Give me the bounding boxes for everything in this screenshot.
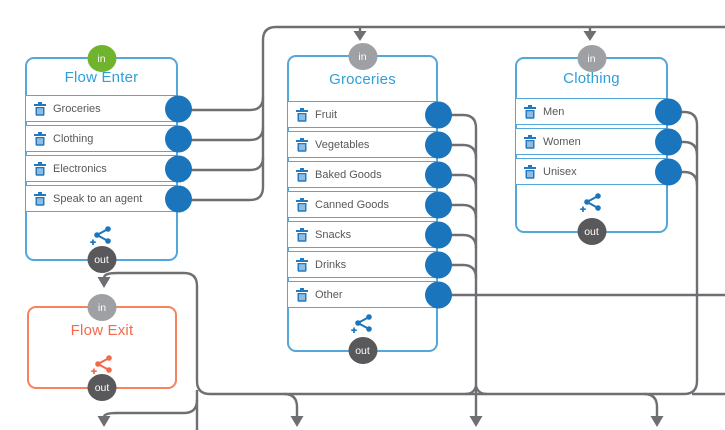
row-label: Men bbox=[543, 105, 565, 118]
trash-icon[interactable] bbox=[296, 197, 308, 212]
row-women[interactable]: Women bbox=[515, 128, 682, 155]
trash-icon[interactable] bbox=[296, 227, 308, 242]
row-fruit[interactable]: Fruit bbox=[287, 101, 452, 128]
trash-icon[interactable] bbox=[524, 134, 536, 149]
trash-icon[interactable] bbox=[34, 101, 46, 116]
trash-icon[interactable] bbox=[296, 287, 308, 302]
row-speak-to-an-agent[interactable]: Speak to an agent bbox=[25, 185, 192, 212]
node-flow-enter[interactable]: in Flow Enter Groceries Clothing Electro… bbox=[25, 45, 192, 273]
output-port[interactable] bbox=[165, 155, 192, 182]
share-plus-icon bbox=[580, 193, 601, 212]
node-title: Flow Enter bbox=[64, 68, 139, 86]
output-port[interactable] bbox=[655, 158, 682, 185]
out-badge[interactable]: out bbox=[577, 218, 606, 245]
row-canned-goods[interactable]: Canned Goods bbox=[287, 191, 452, 218]
row-label: Baked Goods bbox=[315, 168, 382, 181]
share-plus-icon bbox=[90, 355, 112, 374]
node-clothing[interactable]: in Clothing Men Women Unisex bbox=[515, 45, 682, 245]
row-label: Snacks bbox=[315, 228, 352, 241]
row-label: Vegetables bbox=[315, 138, 370, 151]
add-connection-button[interactable] bbox=[289, 311, 436, 334]
row-label: Fruit bbox=[315, 108, 337, 121]
row-label: Other bbox=[315, 288, 343, 301]
output-port[interactable] bbox=[655, 98, 682, 125]
in-badge[interactable]: in bbox=[348, 43, 377, 70]
arrow-down-icon bbox=[97, 277, 111, 288]
wire-top-rail bbox=[178, 25, 725, 202]
row-unisex[interactable]: Unisex bbox=[515, 158, 682, 185]
out-badge[interactable]: out bbox=[87, 374, 117, 401]
row-label: Clothing bbox=[53, 132, 94, 145]
output-port[interactable] bbox=[425, 131, 452, 158]
arrow-down-icon bbox=[583, 31, 597, 41]
trash-icon[interactable] bbox=[296, 167, 308, 182]
arrow-down-icon bbox=[290, 416, 304, 427]
output-port[interactable] bbox=[425, 101, 452, 128]
row-snacks[interactable]: Snacks bbox=[287, 221, 452, 248]
output-port[interactable] bbox=[165, 125, 192, 152]
arrow-down-icon bbox=[469, 416, 483, 427]
row-drinks[interactable]: Drinks bbox=[287, 251, 452, 278]
node-title: Flow Exit bbox=[70, 321, 134, 339]
output-port[interactable] bbox=[165, 95, 192, 122]
row-men[interactable]: Men bbox=[515, 98, 682, 125]
in-badge[interactable]: in bbox=[87, 294, 117, 321]
arrow-down-icon bbox=[650, 416, 664, 427]
row-groceries[interactable]: Groceries bbox=[25, 95, 192, 122]
output-port[interactable] bbox=[425, 281, 452, 308]
output-port[interactable] bbox=[425, 251, 452, 278]
node-flow-exit[interactable]: in Flow Exit out bbox=[27, 294, 177, 401]
add-connection-button[interactable] bbox=[27, 215, 176, 246]
share-plus-icon bbox=[90, 226, 111, 245]
row-label: Drinks bbox=[315, 258, 347, 271]
row-vegetables[interactable]: Vegetables bbox=[287, 131, 452, 158]
output-port[interactable] bbox=[425, 221, 452, 248]
arrow-down-icon bbox=[97, 416, 111, 427]
in-badge[interactable]: in bbox=[577, 45, 606, 72]
row-label: Unisex bbox=[543, 165, 577, 178]
trash-icon[interactable] bbox=[524, 104, 536, 119]
arrow-down-icon bbox=[353, 31, 367, 41]
row-label: Speak to an agent bbox=[53, 192, 143, 205]
trash-icon[interactable] bbox=[34, 191, 46, 206]
node-title: Clothing bbox=[563, 70, 620, 87]
row-label: Canned Goods bbox=[315, 198, 389, 211]
out-badge[interactable]: out bbox=[348, 337, 377, 364]
trash-icon[interactable] bbox=[296, 257, 308, 272]
trash-icon[interactable] bbox=[34, 131, 46, 146]
output-port[interactable] bbox=[655, 128, 682, 155]
trash-icon[interactable] bbox=[34, 161, 46, 176]
add-connection-button[interactable] bbox=[29, 348, 175, 375]
row-label: Electronics bbox=[53, 162, 107, 175]
wire-groceries-corridor bbox=[450, 113, 478, 416]
trash-icon[interactable] bbox=[296, 107, 308, 122]
out-badge[interactable]: out bbox=[87, 246, 116, 273]
node-title: Groceries bbox=[329, 70, 396, 88]
share-plus-icon bbox=[351, 314, 372, 333]
row-clothing[interactable]: Clothing bbox=[25, 125, 192, 152]
output-port[interactable] bbox=[165, 185, 192, 212]
row-baked-goods[interactable]: Baked Goods bbox=[287, 161, 452, 188]
row-electronics[interactable]: Electronics bbox=[25, 155, 192, 182]
in-badge[interactable]: in bbox=[87, 45, 116, 72]
add-connection-button[interactable] bbox=[517, 188, 666, 213]
row-other[interactable]: Other bbox=[287, 281, 452, 308]
wire-clothing-route bbox=[102, 110, 699, 396]
node-groceries[interactable]: in Groceries Fruit Vegetables Baked Good… bbox=[287, 43, 452, 364]
trash-icon[interactable] bbox=[296, 137, 308, 152]
trash-icon[interactable] bbox=[524, 164, 536, 179]
output-port[interactable] bbox=[425, 161, 452, 188]
output-port[interactable] bbox=[425, 191, 452, 218]
row-label: Women bbox=[543, 135, 581, 148]
row-label: Groceries bbox=[53, 102, 101, 115]
